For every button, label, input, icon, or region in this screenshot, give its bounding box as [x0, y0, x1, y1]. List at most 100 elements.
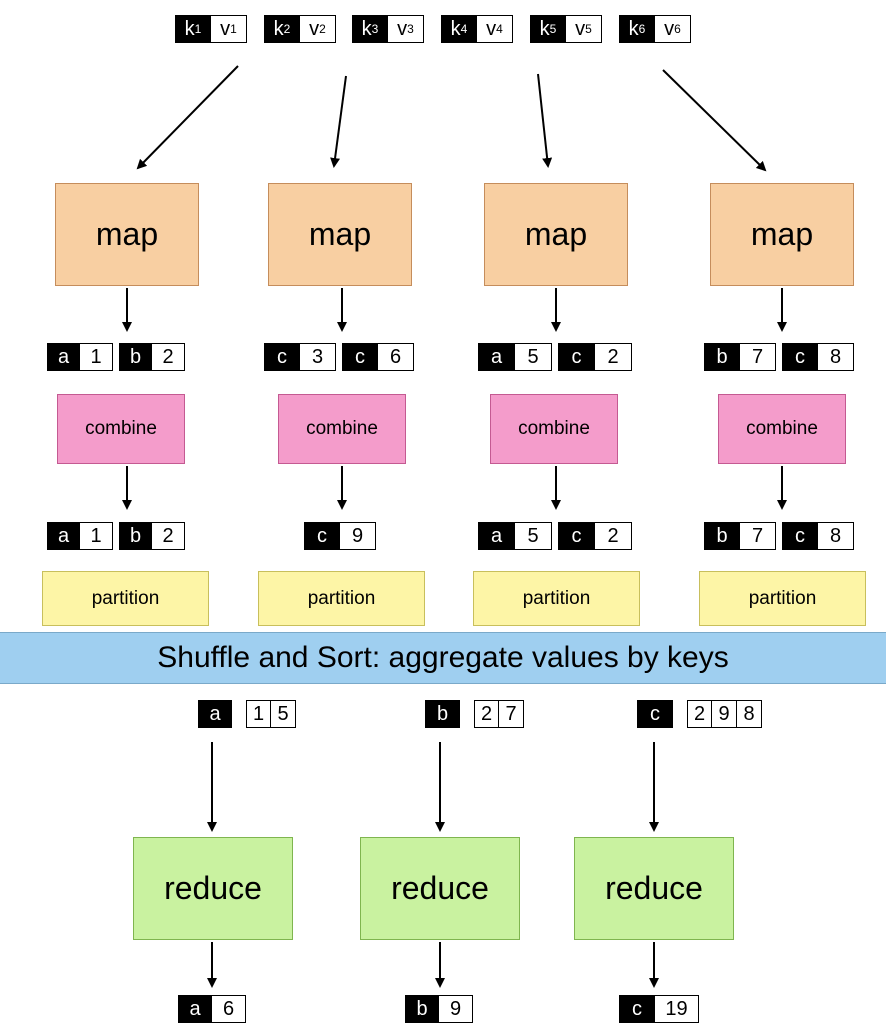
pair-key: c	[782, 522, 818, 550]
pair-key: b	[119, 522, 152, 550]
map-output-1: a 1 b 2	[47, 343, 185, 371]
flow-arrow	[662, 69, 767, 172]
output-key: b	[405, 995, 439, 1023]
output-key: a	[178, 995, 212, 1023]
reduce-box-2: reduce	[360, 837, 520, 940]
reduce-box-1: reduce	[133, 837, 293, 940]
group-value: 2	[687, 700, 712, 728]
map-output-3: a 5 c 2	[478, 343, 632, 371]
pair-value: 1	[80, 522, 113, 550]
group-key: a	[198, 700, 232, 728]
final-output-c: c 19	[619, 995, 699, 1023]
output-key: c	[619, 995, 655, 1023]
group-key: b	[425, 700, 460, 728]
pair-value: 2	[595, 522, 632, 550]
group-value: 9	[712, 700, 737, 728]
pair-key: b	[704, 343, 740, 371]
pair-value: 5	[515, 522, 552, 550]
pair-key: c	[558, 522, 595, 550]
pair-value: 6	[378, 343, 414, 371]
combine-output-4: b 7 c 8	[704, 522, 854, 550]
grouped-values-c: c 2 9 8	[637, 700, 762, 728]
pair-key: b	[704, 522, 740, 550]
pair-key: c	[342, 343, 378, 371]
output-value: 19	[655, 995, 699, 1023]
pair-value: 3	[300, 343, 336, 371]
output-value: 9	[439, 995, 473, 1023]
map-output-2: c 3 c 6	[264, 343, 414, 371]
group-value: 7	[499, 700, 524, 728]
output-value: 6	[212, 995, 246, 1023]
pair-key: b	[119, 343, 152, 371]
pair-value: 1	[80, 343, 113, 371]
pair-value: 2	[152, 522, 185, 550]
final-output-a: a 6	[178, 995, 246, 1023]
flow-arrow	[136, 65, 239, 170]
pair-value: 7	[740, 522, 776, 550]
group-value: 5	[271, 700, 296, 728]
pair-key: a	[478, 522, 515, 550]
grouped-values-b: b 2 7	[425, 700, 524, 728]
pair-value: 7	[740, 343, 776, 371]
combine-output-2: c 9	[304, 522, 376, 550]
pair-value: 2	[152, 343, 185, 371]
pair-key: a	[47, 343, 80, 371]
flow-arrow	[537, 73, 553, 168]
map-box-1: map	[55, 183, 199, 286]
grouped-values-a: a 1 5	[198, 700, 296, 728]
map-output-4: b 7 c 8	[704, 343, 854, 371]
combine-box-4: combine	[718, 394, 846, 464]
pair-key: c	[558, 343, 595, 371]
partition-box-4: partition	[699, 571, 866, 626]
final-output-b: b 9	[405, 995, 473, 1023]
pair-value: 8	[818, 522, 854, 550]
partition-box-3: partition	[473, 571, 640, 626]
shuffle-sort-banner: Shuffle and Sort: aggregate values by ke…	[0, 632, 886, 684]
pair-key: a	[47, 522, 80, 550]
pair-value: 2	[595, 343, 632, 371]
partition-box-1: partition	[42, 571, 209, 626]
partition-box-2: partition	[258, 571, 425, 626]
map-box-4: map	[710, 183, 854, 286]
pair-key: a	[478, 343, 515, 371]
combine-box-2: combine	[278, 394, 406, 464]
map-box-3: map	[484, 183, 628, 286]
combine-output-3: a 5 c 2	[478, 522, 632, 550]
combine-box-1: combine	[57, 394, 185, 464]
pair-key: c	[264, 343, 300, 371]
pair-value: 5	[515, 343, 552, 371]
combine-box-3: combine	[490, 394, 618, 464]
group-value: 1	[246, 700, 271, 728]
group-value: 8	[737, 700, 762, 728]
group-value: 2	[474, 700, 499, 728]
pair-value: 8	[818, 343, 854, 371]
pair-key: c	[304, 522, 340, 550]
pair-key: c	[782, 343, 818, 371]
pair-value: 9	[340, 522, 376, 550]
reduce-box-3: reduce	[574, 837, 734, 940]
flow-arrow	[330, 75, 347, 168]
combine-output-1: a 1 b 2	[47, 522, 185, 550]
map-box-2: map	[268, 183, 412, 286]
group-key: c	[637, 700, 673, 728]
